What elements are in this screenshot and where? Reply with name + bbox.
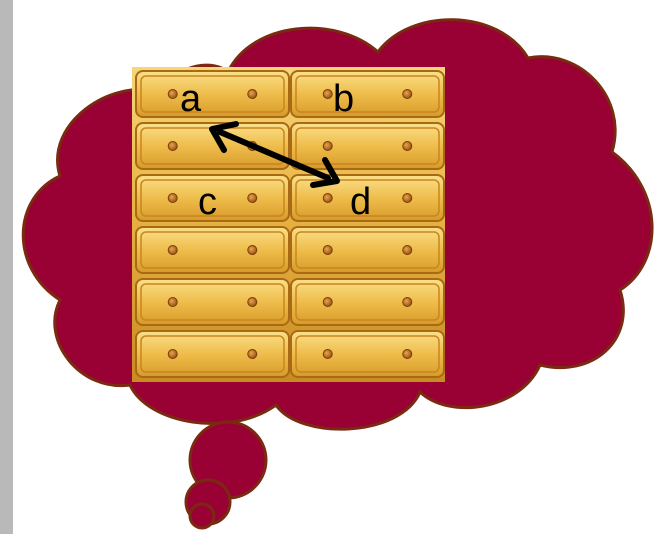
- drawer-knob: [323, 142, 332, 151]
- drawer-knob: [403, 142, 412, 151]
- drawer: [136, 279, 289, 325]
- drawer-knob: [323, 298, 332, 307]
- drawer: [291, 331, 444, 377]
- drawer-knob: [168, 142, 177, 151]
- drawer-knob: [323, 350, 332, 359]
- drawer: [291, 279, 444, 325]
- drawer: [136, 71, 289, 117]
- drawer-knob: [248, 90, 257, 99]
- drawer: [291, 71, 444, 117]
- drawer-knob: [168, 246, 177, 255]
- drawer-knob: [323, 194, 332, 203]
- drawer-knob: [168, 194, 177, 203]
- drawer: [291, 123, 444, 169]
- drawer-label-a: a: [180, 78, 202, 120]
- drawer: [291, 227, 444, 273]
- drawer-knob: [403, 194, 412, 203]
- thought-bubble-small: [190, 504, 214, 528]
- drawer-label-b: b: [333, 78, 354, 120]
- drawer-knob: [323, 246, 332, 255]
- drawer-knob: [403, 246, 412, 255]
- drawer-knob: [323, 90, 332, 99]
- drawer-knob: [168, 298, 177, 307]
- drawer-knob: [248, 350, 257, 359]
- drawer: [136, 331, 289, 377]
- drawer-knob: [403, 298, 412, 307]
- drawer-knob: [248, 194, 257, 203]
- drawer-knob: [168, 90, 177, 99]
- drawer-knob: [248, 246, 257, 255]
- drawer-label-c: c: [198, 181, 217, 223]
- drawer-knob: [168, 350, 177, 359]
- drawer-knob: [403, 90, 412, 99]
- drawer-label-d: d: [350, 181, 371, 223]
- drawer-knob: [248, 298, 257, 307]
- drawer: [136, 227, 289, 273]
- drawer-knob: [403, 350, 412, 359]
